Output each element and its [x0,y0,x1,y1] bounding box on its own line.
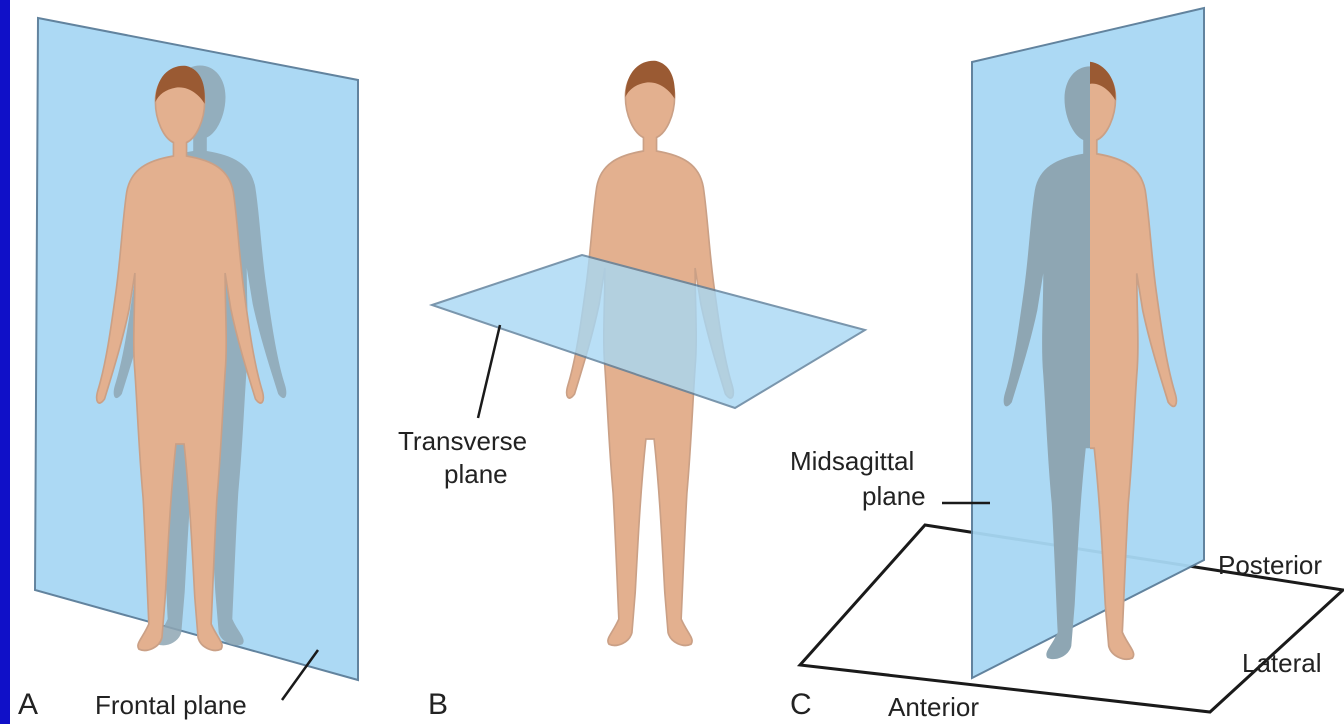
panel-letter-c: C [790,688,812,721]
transverse-plane-label-line2: plane [444,459,508,489]
frontal-plane-label: Frontal plane [95,690,247,720]
lateral-label: Lateral [1242,648,1322,678]
posterior-label: Posterior [1218,550,1322,580]
anterior-label: Anterior [888,692,979,722]
midsagittal-plane-label-line1: Midsagittal [790,446,914,476]
panel-letter-a: A [18,688,38,721]
panel-c: Midsagittal plane Posterior Lateral Ante… [790,8,1343,722]
panel-letter-b: B [428,688,448,721]
midsagittal-plane-label-line2: plane [862,481,926,511]
panel-a: A Frontal plane [18,18,358,721]
transverse-plane-label-line1: Transverse [398,426,527,456]
panel-b: Transverse plane B [398,61,865,721]
transverse-plane-pointer [478,325,500,418]
